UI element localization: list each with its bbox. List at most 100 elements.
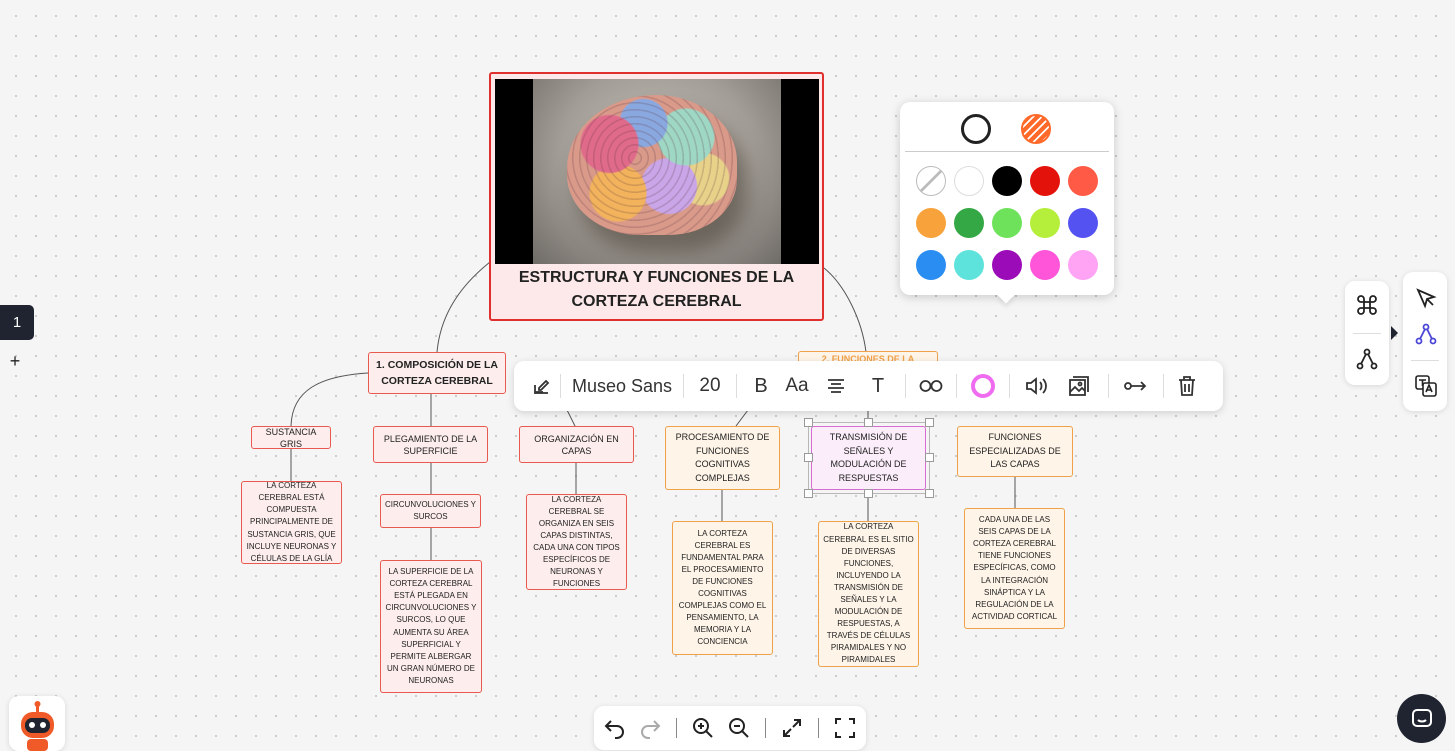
- fullscreen-button[interactable]: [833, 716, 857, 740]
- resize-handle[interactable]: [804, 418, 813, 427]
- resize-handle[interactable]: [804, 453, 813, 462]
- color-swatch[interactable]: [1030, 166, 1060, 196]
- resize-handle[interactable]: [925, 418, 934, 427]
- translate-tool-button[interactable]: [1414, 374, 1438, 398]
- color-swatch[interactable]: [1030, 250, 1060, 280]
- text-case-button[interactable]: Aa: [779, 368, 815, 404]
- divider: [560, 374, 561, 398]
- command-icon: [1355, 293, 1379, 317]
- node-organizacion[interactable]: ORGANIZACIÓN EN CAPAS: [519, 426, 634, 463]
- select-tool-button[interactable]: [1414, 286, 1438, 310]
- main-tools-panel: [1403, 272, 1447, 411]
- robot-mascot-icon: [9, 696, 65, 751]
- page-indicator[interactable]: 1: [0, 305, 34, 340]
- translate-icon: [1414, 374, 1438, 398]
- connect-button[interactable]: [1115, 368, 1157, 404]
- chat-support-button[interactable]: [1397, 694, 1446, 743]
- assistant-bot-button[interactable]: [9, 696, 65, 751]
- central-topic-node[interactable]: ESTRUCTURA Y FUNCIONES DE LA CORTEZA CER…: [489, 72, 824, 321]
- color-swatch[interactable]: [954, 166, 984, 196]
- mindmap-layout-button[interactable]: [1355, 293, 1379, 317]
- selection-frame: [808, 422, 930, 494]
- font-family-select[interactable]: Museo Sans: [567, 368, 677, 404]
- detail-circunvoluciones[interactable]: LA SUPERFICIE DE LA CORTEZA CEREBRAL EST…: [380, 560, 482, 693]
- panel-pointer-triangle: [1391, 326, 1398, 340]
- detail-procesamiento[interactable]: LA CORTEZA CEREBRAL ES FUNDAMENTAL PARA …: [672, 521, 773, 655]
- color-swatch[interactable]: [992, 250, 1022, 280]
- divider: [956, 374, 957, 398]
- fill-pattern-tab[interactable]: [1021, 114, 1051, 144]
- color-swatch[interactable]: [1068, 250, 1098, 280]
- text-style-button[interactable]: T: [857, 368, 899, 404]
- divider: [765, 718, 766, 738]
- divider: [1353, 333, 1381, 334]
- node-tree-icon: [1414, 322, 1438, 346]
- speaker-icon: [1024, 376, 1048, 396]
- align-button[interactable]: [815, 368, 857, 404]
- border-color-tab[interactable]: [961, 114, 991, 144]
- bottom-toolbar: [594, 706, 866, 750]
- redo-button[interactable]: [638, 716, 662, 740]
- detail-organizacion[interactable]: LA CORTEZA CEREBRAL SE ORGANIZA EN SEIS …: [526, 494, 627, 590]
- resize-handle[interactable]: [925, 489, 934, 498]
- delete-button[interactable]: [1170, 368, 1204, 404]
- node-procesamiento[interactable]: PROCESAMIENTO DE FUNCIONES COGNITIVAS CO…: [665, 426, 780, 490]
- node-tree-icon: [1355, 347, 1379, 371]
- color-swatch[interactable]: [916, 208, 946, 238]
- bold-button[interactable]: B: [743, 368, 779, 404]
- color-swatch[interactable]: [1068, 166, 1098, 196]
- chat-bubble-icon: [1410, 707, 1434, 731]
- resize-handle[interactable]: [925, 453, 934, 462]
- divider: [818, 718, 819, 738]
- brain-illustration: [567, 95, 737, 235]
- detail-especializadas[interactable]: CADA UNA DE LAS SEIS CAPAS DE LA CORTEZA…: [964, 508, 1065, 629]
- undo-button[interactable]: [603, 716, 627, 740]
- fit-to-screen-button[interactable]: [780, 716, 804, 740]
- central-topic-title: ESTRUCTURA Y FUNCIONES DE LA CORTEZA CER…: [495, 266, 818, 314]
- color-swatch[interactable]: [1068, 208, 1098, 238]
- cursor-arrow-icon: [1414, 286, 1438, 310]
- node-sustancia-gris[interactable]: SUSTANCIA GRIS: [251, 426, 331, 449]
- align-center-icon: [826, 378, 846, 394]
- resize-handle[interactable]: [804, 489, 813, 498]
- node-especializadas[interactable]: FUNCIONES ESPECIALIZADAS DE LAS CAPAS: [957, 426, 1073, 477]
- pencil-icon: [531, 376, 551, 396]
- zoom-in-icon: [691, 716, 715, 740]
- color-ring-icon: [971, 374, 995, 398]
- brain-image: [495, 79, 819, 264]
- color-swatch[interactable]: [992, 208, 1022, 238]
- no-color-swatch[interactable]: [916, 166, 946, 196]
- node-tool-button[interactable]: [1414, 322, 1438, 346]
- color-swatch[interactable]: [916, 250, 946, 280]
- divider: [905, 374, 906, 398]
- zoom-out-button[interactable]: [727, 716, 751, 740]
- detail-sustancia-gris[interactable]: LA CORTEZA CEREBRAL ESTÁ COMPUESTA PRINC…: [241, 481, 342, 564]
- color-button[interactable]: [963, 368, 1003, 404]
- image-icon: [1067, 374, 1091, 398]
- color-swatch[interactable]: [1030, 208, 1060, 238]
- fullscreen-icon: [833, 716, 857, 740]
- color-swatch[interactable]: [992, 166, 1022, 196]
- divider: [736, 374, 737, 398]
- link-icon: [919, 379, 943, 393]
- color-swatch[interactable]: [954, 250, 984, 280]
- branch-composicion[interactable]: 1. COMPOSICIÓN DE LA CORTEZA CEREBRAL: [368, 352, 506, 394]
- tree-layout-button[interactable]: [1355, 347, 1379, 371]
- zoom-in-button[interactable]: [691, 716, 715, 740]
- add-page-button[interactable]: +: [0, 344, 30, 378]
- font-size-select[interactable]: 20: [690, 368, 730, 404]
- connector-arrow-icon: [1124, 379, 1148, 393]
- resize-handle[interactable]: [864, 489, 873, 498]
- divider: [683, 374, 684, 398]
- image-button[interactable]: [1056, 368, 1102, 404]
- color-swatch[interactable]: [954, 208, 984, 238]
- trash-icon: [1177, 375, 1197, 397]
- link-button[interactable]: [912, 368, 950, 404]
- resize-handle[interactable]: [864, 418, 873, 427]
- audio-button[interactable]: [1016, 368, 1056, 404]
- detail-transmision[interactable]: LA CORTEZA CEREBRAL ES EL SITIO DE DIVER…: [818, 521, 919, 667]
- node-circunvoluciones[interactable]: CIRCUNVOLUCIONES Y SURCOS: [380, 494, 481, 528]
- node-plegamiento[interactable]: PLEGAMIENTO DE LA SUPERFICIE: [373, 426, 488, 463]
- edit-button[interactable]: [528, 368, 554, 404]
- expand-arrows-icon: [780, 716, 804, 740]
